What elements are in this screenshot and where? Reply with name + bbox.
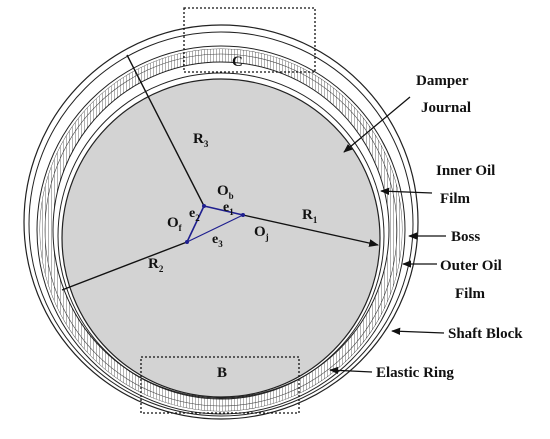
elastic-ring (36, 45, 406, 415)
label-inner-film: Film (440, 191, 470, 207)
label-outer-film: Film (455, 286, 485, 302)
damper-journal-arrow (343, 96, 411, 153)
inner-oil-film (57, 72, 385, 400)
label-journal: Journal (421, 100, 471, 116)
label-outer-oil: Outer Oil (440, 258, 502, 274)
elastic-ring-arrow (329, 366, 373, 375)
label-inner-oil: Inner Oil (436, 163, 495, 179)
shaft-block-outer-edge (23, 24, 419, 420)
symbol-e3: e3 (212, 232, 223, 249)
region-c-box (183, 7, 316, 73)
shaft-block-arrow (391, 327, 445, 335)
shaft-block-inner-edge (28, 31, 414, 417)
symbol-r2: R2 (148, 256, 164, 274)
radius-r3-line (126, 54, 205, 207)
symbol-of: Of (167, 215, 183, 233)
center-of-point (185, 240, 189, 244)
label-elastic-ring: Elastic Ring (376, 365, 454, 381)
inner-oil-film-arrow (380, 187, 433, 195)
eccentricity-e3-line (186, 214, 244, 243)
symbol-e1: e1 (223, 200, 234, 217)
eccentricity-e2-line (186, 205, 205, 243)
region-b-box (140, 356, 300, 414)
label-boss: Boss (451, 229, 480, 245)
symbol-e2: e2 (189, 206, 200, 223)
radius-r1-line (242, 214, 379, 247)
label-shaft-block: Shaft Block (448, 326, 523, 342)
symbol-ob: Ob (217, 183, 234, 201)
label-damper: Damper (416, 73, 469, 89)
radius-r2-line (61, 241, 188, 291)
center-ob-point (202, 204, 206, 208)
symbol-r1: R1 (302, 207, 318, 225)
region-c-label: C (232, 54, 243, 70)
region-b-label: B (217, 365, 227, 381)
symbol-oj: Oj (254, 224, 269, 242)
damper-journal (61, 78, 381, 398)
symbol-r3: R3 (193, 131, 209, 149)
eccentricity-e1-line (203, 205, 244, 216)
center-oj-point (241, 213, 245, 217)
